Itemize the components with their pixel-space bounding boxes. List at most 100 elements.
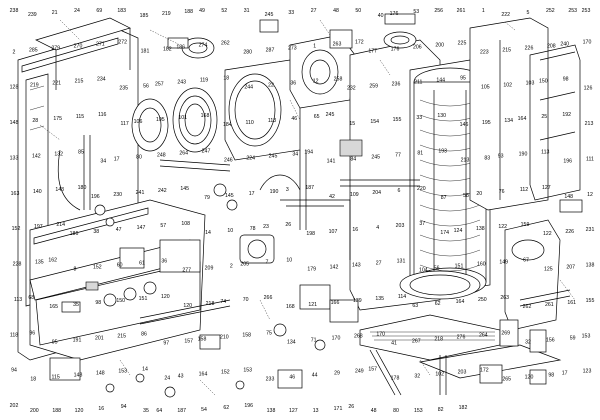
part-number-label: 168 [201,113,210,119]
part-number-label: 179 [307,267,316,273]
part-number-label: 143 [55,187,64,193]
part-number-label: 132 [54,152,63,158]
part-number-label: 170 [583,39,592,45]
part-number-label: 108 [181,221,190,227]
part-number-label: 204 [372,190,381,196]
part-number-label: 231 [586,227,595,233]
small-components [94,13,583,398]
part-number-label: 40 [378,13,384,19]
part-number-label: 150 [539,79,548,85]
part-number-label: 235 [119,86,128,92]
part-number-label: 182 [163,46,172,52]
part-number-label: 219 [30,83,39,89]
part-number-label: 261 [545,302,554,308]
part-number-label: 34 [100,159,106,165]
part-number-label: 42 [329,194,335,200]
part-number-label: 149 [499,260,508,266]
part-number-label: 24 [74,8,80,14]
part-number-label: 163 [11,191,20,197]
part-number-label: 205 [240,262,249,268]
part-number-label: 190 [519,152,528,158]
part-number-label: 258 [334,77,343,83]
part-number-label: 188 [52,408,61,414]
part-number-label: 80 [136,155,142,161]
part-number-label: 262 [221,40,230,46]
part-number-label: 113 [14,297,22,303]
part-number-label: 166 [331,300,340,306]
part-number-label: 269 [501,330,510,336]
part-number-label: 206 [413,44,422,50]
part-number-label: 185 [140,13,149,19]
part-number-label: 76 [499,189,505,195]
part-number-label: 122 [498,224,507,230]
part-number-label: 279 [51,45,60,51]
part-number-label: 253 [582,8,591,14]
part-number-label: 115 [76,114,84,120]
part-number-label: 162 [48,258,57,264]
part-number-label: 215 [502,47,511,53]
part-number-label: 233 [266,377,275,383]
part-number-label: 31 [244,8,250,14]
part-number-label: 18 [223,76,229,82]
part-number-label: 165 [49,304,58,310]
part-number-label: 93 [498,154,504,160]
part-number-label: 153 [243,368,252,374]
part-number-label: 80 [393,408,399,414]
part-number-label: 154 [370,119,379,125]
part-number-label: 110 [246,120,254,126]
part-number-label: 27 [376,261,382,267]
part-number-label: 95 [460,76,466,82]
part-number-label: 226 [565,229,574,235]
part-number-label: 148 [564,194,573,200]
part-number-label: 181 [141,48,150,54]
part-number-label: 259 [369,84,378,90]
part-number-label: 264 [479,332,488,338]
part-number-label: 201 [95,335,104,341]
part-number-label: 172 [355,39,364,45]
part-number-label: 24 [164,376,170,382]
part-number-label: 106 [134,119,143,125]
part-number-label: 120 [183,303,192,309]
part-number-label: 113 [541,150,549,156]
part-number-label: 3 [286,187,289,193]
part-number-label: 48 [333,8,339,14]
part-number-label: 57 [160,223,166,229]
part-number-label: 161 [567,300,576,306]
part-number-label: 94 [121,404,127,410]
part-number-label: 95 [52,339,58,345]
part-number-label: 257 [155,82,164,88]
part-number-label: 155 [586,298,595,304]
part-number-label: 61 [139,261,145,267]
part-number-label: 214 [56,222,65,228]
part-number-label: 1 [313,43,316,49]
part-number-label: 222 [501,12,510,18]
part-number-label: 15 [349,121,355,127]
part-number-label: 178 [391,376,400,382]
part-number-label: 274 [199,42,208,48]
part-number-label: 219 [162,11,171,17]
part-number-label: 49 [199,8,205,14]
part-number-label: 20 [476,191,482,197]
part-number-label: 287 [266,47,275,53]
part-number-label: 148 [10,120,19,126]
part-number-label: 140 [33,189,42,195]
part-number-label: 174 [440,230,449,236]
part-number-label: 123 [583,369,592,375]
part-number-label: 36 [290,81,296,87]
part-number-label: 64 [156,408,162,414]
part-number-label: 186 [176,44,185,50]
part-number-label: 58 [463,193,469,199]
part-number-label: 127 [289,408,298,414]
gas-valve-cluster [49,234,359,389]
part-number-label: 236 [392,82,401,88]
part-number-label: 17 [249,191,255,197]
part-number-label: 224 [246,156,255,162]
part-number-label: 79 [204,195,210,201]
part-number-label: 35 [143,408,149,414]
leader-lines [39,19,576,396]
part-number-label: 102 [503,83,512,89]
part-number-label: 188 [184,9,193,15]
part-number-label: 194 [304,150,313,156]
part-number-label: 158 [198,336,207,342]
part-number-label: 253 [568,8,577,14]
